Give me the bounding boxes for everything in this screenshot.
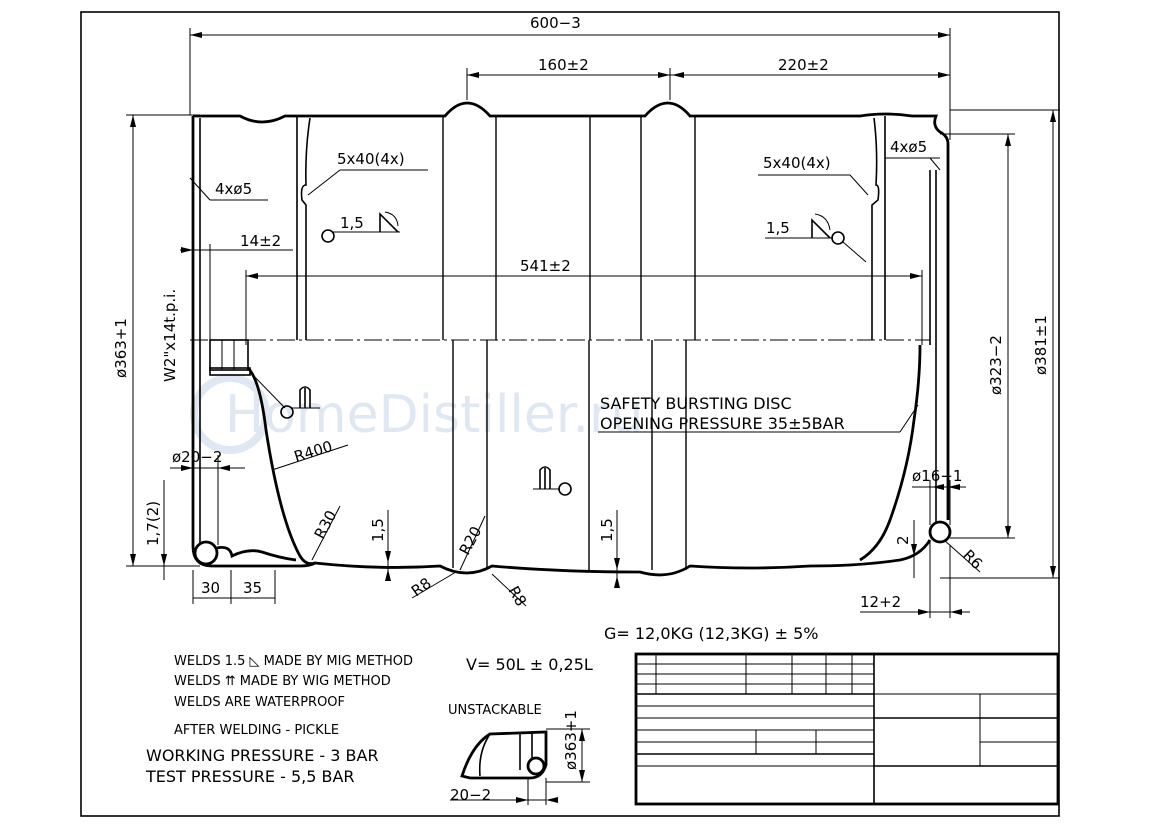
r6-label: R6 [959, 546, 986, 573]
r400-leader [271, 444, 349, 471]
t15a-dimension [385, 510, 391, 581]
holes-right-label: 4xø5 [890, 138, 927, 156]
thread-label: W2"x14t.p.i. [161, 289, 179, 382]
wig-weld-symbol-center [533, 466, 572, 496]
span-14-dimension [180, 244, 293, 370]
w-12-dimension [860, 540, 970, 618]
inner-541-dimension [245, 270, 923, 345]
dia-20-label: ø20−2 [172, 448, 222, 466]
dia-363-small-label: ø363+1 [562, 710, 580, 770]
w-35-label: 35 [243, 579, 262, 597]
r8b-label: R8 [505, 583, 531, 609]
t15b-dimension [614, 510, 620, 588]
r20-leader [459, 515, 486, 571]
note-mig: WELDS 1.5 ◺ MADE BY MIG METHOD [174, 654, 413, 669]
holes-right-leader [885, 157, 941, 171]
weld-symbol-right [765, 213, 867, 263]
right-rim-roll [928, 520, 952, 544]
r30-leader [311, 505, 341, 561]
drum-wall-right [859, 344, 922, 562]
right-shell-inner [871, 116, 886, 340]
t2-label: 2 [894, 535, 912, 545]
note-wig: WELDS ⇈ MADE BY WIG METHOD [174, 674, 391, 689]
r20-label: R20 [456, 523, 486, 558]
overall-width-label: 600−3 [530, 14, 581, 32]
overall-width-dimension [189, 28, 951, 140]
dia-323-dimension [940, 133, 1015, 539]
t15b-label: 1,5 [598, 518, 616, 542]
w-30-label: 30 [201, 579, 220, 597]
t15a-label: 1,5 [369, 518, 387, 542]
note-pickle: AFTER WELDING - PICKLE [174, 723, 339, 738]
note-waterproof: WELDS ARE WATERPROOF [174, 695, 345, 710]
slot-right-label: 5x40(4x) [763, 154, 831, 172]
weight-label: G= 12,0KG (12,3KG) ± 5% [604, 624, 818, 643]
w-12-label: 12+2 [860, 593, 901, 611]
r30-label: R30 [311, 507, 341, 542]
w-20-small-label: 20−2 [450, 786, 491, 804]
left-rim-bead [216, 545, 297, 562]
drum-wall-left [246, 367, 316, 566]
title-block [634, 652, 1060, 806]
thread-fitting [209, 339, 251, 376]
unstackable-profile [450, 728, 590, 805]
weld-left-label: 1,5 [340, 214, 364, 232]
unstackable-label: UNSTACKABLE [448, 703, 542, 718]
dia-363-label: ø363+1 [112, 318, 130, 378]
wig-weld-symbol-left [249, 371, 320, 419]
left-shell-inner [296, 116, 311, 340]
r8b-leader [491, 573, 527, 607]
left-rim-roll [193, 540, 219, 566]
dia-381-dimension [940, 109, 1060, 579]
inner-541-label: 541±2 [520, 257, 571, 275]
holes-left-leader [189, 177, 268, 201]
w-30-35-dimension [192, 570, 276, 604]
watermark: HomeDistiller.ru [225, 385, 643, 445]
weld-symbol-left [321, 211, 400, 243]
safety-leader-diag [899, 404, 919, 433]
dia-323-label: ø323−2 [987, 335, 1005, 395]
weld-right-label: 1,5 [766, 219, 790, 237]
dia-16-label: ø16−1 [912, 467, 962, 485]
r8a-label: R8 [408, 574, 435, 600]
volume-label: V= 50L ± 0,25L [466, 655, 593, 674]
rib-lines [442, 116, 696, 570]
drawing-frame [80, 11, 1060, 817]
dia-20-dimension [170, 455, 245, 545]
slot-left-label: 5x40(4x) [337, 150, 405, 168]
span-160-dimension [466, 68, 671, 100]
safety-line2: OPENING PRESSURE 35±5BAR [600, 414, 845, 433]
safety-line1: SAFETY BURSTING DISC [600, 394, 792, 413]
slot-left-leader [307, 169, 428, 196]
slot-right-leader [758, 174, 869, 196]
r8a-leader [411, 571, 457, 599]
drum-top-edge [193, 101, 950, 520]
note-working-pressure: WORKING PRESSURE - 3 BAR [146, 746, 379, 765]
span-14-label: 14±2 [240, 232, 281, 250]
dia-381-label: ø381±1 [1032, 315, 1050, 375]
height-17-label: 1,7(2) [144, 501, 162, 546]
span-220-dimension [670, 72, 950, 78]
dia-16-dimension [912, 480, 966, 525]
holes-left-label: 4xø5 [215, 180, 252, 198]
t2-dimension [911, 520, 917, 578]
span-160-label: 160±2 [538, 56, 589, 74]
drum-bottom-edge [191, 539, 932, 577]
note-test-pressure: TEST PRESSURE - 5,5 BAR [145, 767, 355, 786]
height-17-dimension [158, 480, 195, 580]
span-220-label: 220±2 [778, 56, 829, 74]
